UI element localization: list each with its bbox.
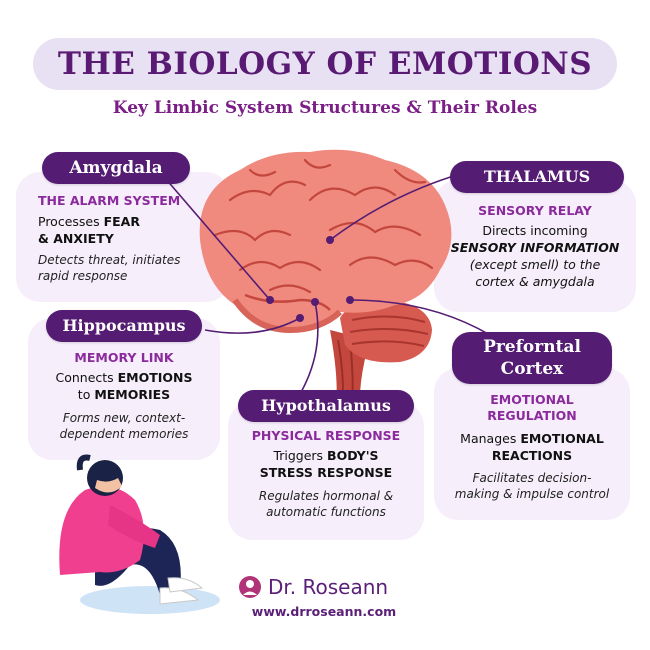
hippocampus-label: Hippocampus (46, 310, 202, 342)
prefrontal-label: Preforntal Cortex (452, 332, 612, 384)
thalamus-label: THALAMUS (450, 161, 624, 193)
prefrontal-card (434, 368, 630, 520)
thalamus-text: Directs incoming SENSORY INFORMATION (ex… (450, 223, 620, 289)
title-background (33, 38, 617, 90)
thalamus-heading: SENSORY RELAY (478, 203, 592, 218)
hypothalamus-label: Hypothalamus (238, 390, 414, 422)
hypothalamus-heading: PHYSICAL RESPONSE (251, 428, 401, 443)
hippocampus-description: Forms new, context- dependent memories (59, 411, 189, 441)
hippocampus-heading: MEMORY LINK (74, 350, 174, 365)
brand-logo: Dr. Roseann (238, 575, 458, 601)
hypothalamus-text: Triggers BODY'S STRESS RESPONSE (259, 448, 393, 480)
thalamus-card (434, 180, 636, 312)
hippocampus-text: Connects EMOTIONS to MEMORIES (55, 370, 193, 402)
page-subtitle: Key Limbic System Structures & Their Rol… (112, 98, 538, 118)
amygdala-heading: THE ALARM SYSTEM (38, 193, 181, 208)
page-title: THE BIOLOGY OF EMOTIONS (57, 46, 593, 82)
hypothalamus-card (228, 402, 424, 540)
amygdala-card (16, 172, 230, 302)
amygdala-label: Amygdala (42, 152, 190, 184)
brand-icon (239, 576, 261, 598)
brand-website[interactable]: www.drroseann.com (251, 604, 397, 619)
amygdala-text: Processes FEAR & ANXIETY (38, 214, 140, 246)
hypothalamus-description: Regulates hormonal & automatic functions (258, 489, 394, 519)
prefrontal-description: Facilitates decision- making & impulse c… (454, 471, 610, 501)
brand-name: Dr. Roseann (268, 575, 389, 599)
prefrontal-text: Manages EMOTIONAL REACTIONS (460, 431, 604, 463)
amygdala-description: Detects threat, initiates rapid response (38, 253, 181, 283)
prefrontal-heading: EMOTIONAL REGULATION (487, 392, 577, 423)
